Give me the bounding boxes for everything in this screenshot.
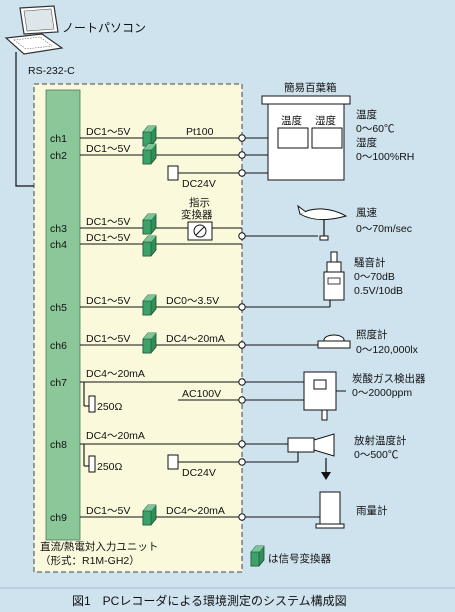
ch6-label: ch6 [50, 340, 67, 352]
ch5-out: DC0～3.5V [166, 295, 219, 307]
ch8-resistor: 250Ω [97, 461, 123, 473]
ch1-signal: DC1～5V [86, 126, 130, 138]
pc-label: ノートパソコン [62, 21, 146, 35]
rs232c-cable [15, 52, 42, 187]
ch7-resistor: 250Ω [97, 401, 123, 413]
dc24v-supply-1 [167, 165, 179, 181]
converter-label-2: 変換器 [181, 208, 213, 221]
wind-name: 風速 [356, 207, 377, 219]
legend-text: は信号変換器 [268, 552, 331, 565]
noise-range2: 0.5V/10dB [354, 285, 403, 297]
ch1-label: ch1 [50, 133, 67, 145]
anemometer-icon [297, 204, 348, 241]
ch1-pt100: Pt100 [186, 126, 214, 138]
ch8-signal: DC4～20mA [86, 430, 145, 442]
ch6-signal: DC1～5V [86, 333, 130, 345]
terminal-dots [238, 134, 246, 521]
ch6-out: DC4～20mA [166, 333, 225, 345]
ch2-power: DC24V [182, 178, 216, 190]
co2-detector-icon [303, 371, 346, 421]
resistor-250-ch7 [88, 395, 96, 413]
converter-label-1: 指示 [189, 196, 210, 209]
ch8-label: ch8 [50, 439, 67, 451]
wind-range: 0～70m/sec [356, 223, 412, 235]
unit-model: （形式：R1M-GH2） [40, 554, 140, 567]
resistor-250-ch8 [88, 455, 96, 473]
ch8-power: DC24V [182, 467, 216, 479]
co2-range: 0～2000ppm [352, 387, 412, 399]
stevenson-title: 簡易百葉箱 [284, 81, 337, 94]
dc24v-supply-2 [167, 454, 179, 470]
ch3-label: ch3 [50, 223, 67, 235]
rs232c-label: RS-232-C [28, 65, 75, 77]
ch4-label: ch4 [50, 239, 67, 251]
ch7-signal: DC4～20mA [86, 368, 145, 380]
ch9-label: ch9 [50, 512, 67, 524]
ch3-signal: DC1～5V [86, 216, 130, 228]
noise-range: 0～70dB [354, 271, 395, 283]
figure-caption: 図1 PCレコーダによる環境測定のシステム構成図 [72, 593, 347, 608]
sound-meter-icon [323, 251, 345, 301]
ch2-signal: DC1～5V [86, 143, 130, 155]
ch9-out: DC4～20mA [166, 505, 225, 517]
rad-range: 0～500℃ [354, 449, 399, 461]
ch5-label: ch5 [50, 302, 67, 314]
radiation-thermometer-icon [287, 433, 335, 480]
ch4-signal: DC1～5V [86, 232, 130, 244]
ch9-signal: DC1～5V [86, 505, 130, 517]
signal-converter-legend-icon [250, 545, 265, 567]
lux-range: 0～120,000lx [356, 344, 419, 356]
signal-wiring [80, 137, 331, 518]
temp-range: 0～60℃ [356, 123, 395, 135]
ch7-label: ch7 [50, 377, 67, 389]
box-sensor-hum: 湿度 [315, 114, 336, 127]
ch7-power: AC100V [182, 388, 221, 400]
input-terminal-bar [45, 89, 81, 541]
stevenson-screen [261, 95, 351, 181]
box-sensor-temp: 温度 [281, 114, 302, 127]
lux-name: 照度計 [356, 328, 388, 341]
lux-meter-icon [317, 334, 351, 349]
hum-name: 湿度 [356, 136, 377, 149]
ch5-signal: DC1～5V [86, 295, 130, 307]
noise-name: 騒音計 [354, 256, 386, 269]
rad-name: 放射温度計 [354, 434, 407, 447]
hum-range: 0～100%RH [356, 151, 414, 163]
temp-name: 温度 [356, 108, 377, 121]
unit-name: 直流/熱電対入力ユニット [40, 540, 158, 553]
ch2-label: ch2 [50, 150, 67, 162]
rain-gauge-icon [315, 491, 345, 529]
laptop-icon [4, 5, 64, 55]
rain-name: 雨量計 [356, 504, 388, 517]
co2-name: 炭酸ガス検出器 [352, 372, 426, 385]
